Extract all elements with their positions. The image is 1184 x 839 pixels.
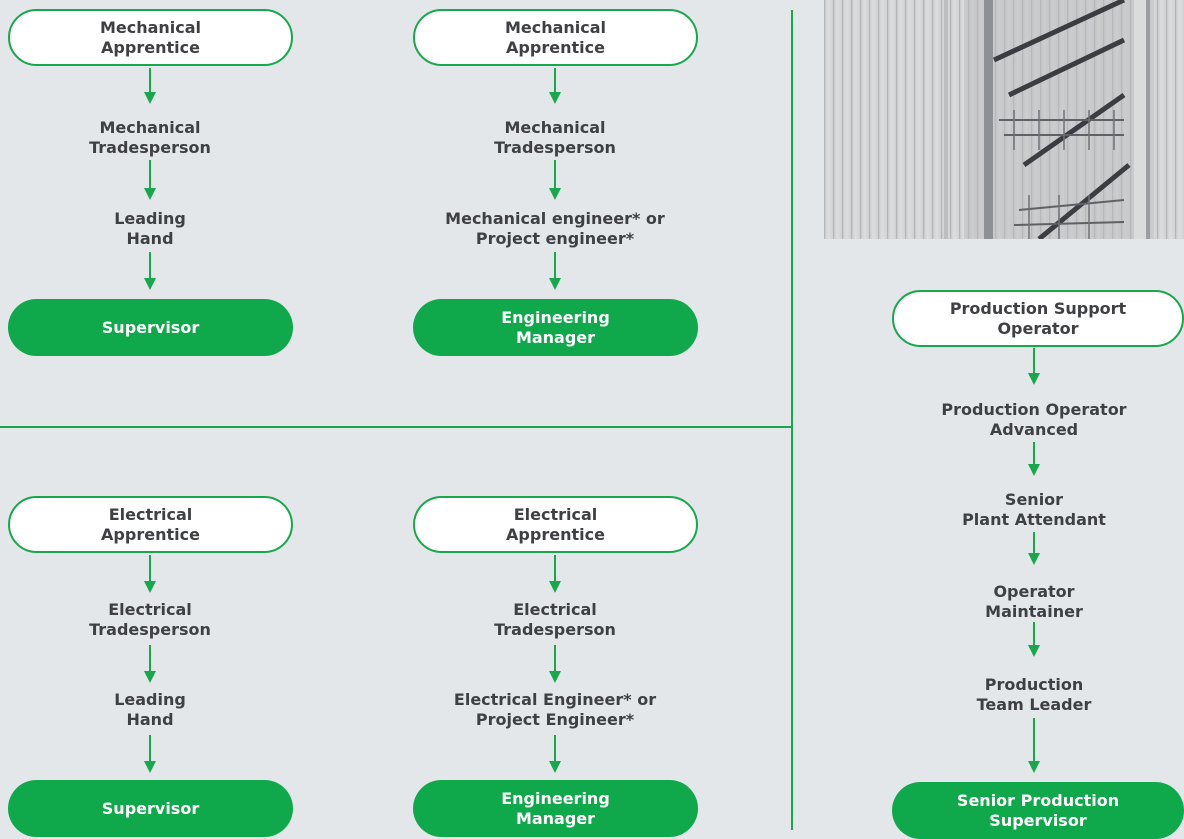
mech-trade-supervisor: Supervisor [8, 299, 293, 356]
mech-trade-leading-hand: Leading Hand [114, 209, 186, 248]
mech-eng-manager: Engineering Manager [413, 299, 698, 356]
elec-trade-supervisor: Supervisor [8, 780, 293, 837]
prod-operator-advanced: Production Operator Advanced [941, 400, 1127, 439]
prod-senior-supervisor: Senior Production Supervisor [892, 782, 1184, 839]
vertical-divider [791, 10, 793, 830]
elec-trade-apprentice: Electrical Apprentice [8, 496, 293, 553]
elec-trade-leading-hand: Leading Hand [114, 690, 186, 729]
mech-eng-tradesperson: Mechanical Tradesperson [494, 118, 616, 157]
mech-trade-tradesperson: Mechanical Tradesperson [89, 118, 211, 157]
elec-eng-manager: Engineering Manager [413, 780, 698, 837]
prod-support-operator: Production Support Operator [892, 290, 1184, 347]
stairway-photo [824, 0, 1184, 239]
elec-eng-apprentice: Electrical Apprentice [413, 496, 698, 553]
elec-eng-engineer: Electrical Engineer* or Project Engineer… [453, 690, 657, 729]
prod-operator-maintainer: Operator Maintainer [985, 582, 1083, 621]
mech-trade-apprentice: Mechanical Apprentice [8, 9, 293, 66]
elec-trade-tradesperson: Electrical Tradesperson [89, 600, 211, 639]
horizontal-divider [0, 426, 792, 428]
mech-eng-engineer: Mechanical engineer* or Project engineer… [445, 209, 665, 248]
elec-eng-tradesperson: Electrical Tradesperson [494, 600, 616, 639]
prod-team-leader: Production Team Leader [976, 675, 1092, 714]
mech-eng-apprentice: Mechanical Apprentice [413, 9, 698, 66]
prod-senior-plant-attendant: Senior Plant Attendant [962, 490, 1106, 529]
